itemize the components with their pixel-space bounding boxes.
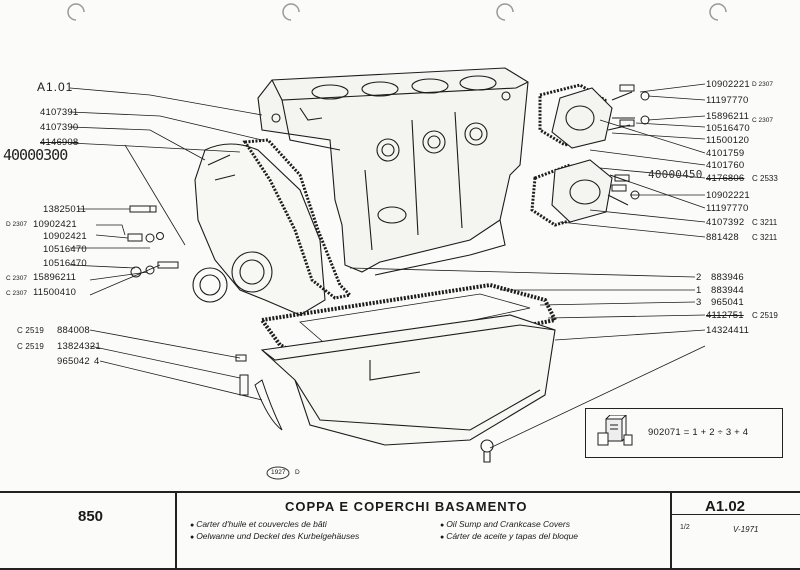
- revision-date: V-1971: [733, 525, 759, 534]
- label-4107392: 4107392: [706, 217, 745, 228]
- section-code: A1.02: [705, 498, 746, 515]
- label-10902421b: 10902421: [43, 231, 87, 242]
- suffix-881428: C 3211: [752, 233, 778, 242]
- label-965042: 965042: [57, 356, 90, 367]
- label-884008: 884008: [57, 325, 90, 336]
- prefix-884008: C 2519: [17, 326, 44, 335]
- label-4107391: 4107391: [40, 107, 79, 118]
- ref-883946: 2: [696, 272, 702, 283]
- label-4101759: 4101759: [706, 148, 745, 159]
- label-10516470b: 10516470: [43, 258, 87, 269]
- label-4146908: 4146908: [40, 137, 79, 148]
- section-number: 850: [78, 508, 104, 525]
- binder-holes: [67, 3, 727, 21]
- label-4112751: 4112751: [706, 310, 744, 321]
- leader-lines: [69, 83, 706, 449]
- label-881428: 881428: [706, 232, 739, 243]
- prefix-11500410: C 2307: [6, 290, 27, 297]
- label-4107390: 4107390: [40, 122, 79, 133]
- label-11500120: 11500120: [706, 135, 750, 146]
- desc-french: Carter d'huile et couvercles de bâti: [190, 519, 327, 529]
- label-14324411: 14324411: [706, 325, 750, 336]
- handwritten-40000450: 40000450: [648, 168, 703, 181]
- label-13824321: 13824321: [57, 341, 101, 352]
- timing-cover: [192, 143, 326, 316]
- rear-cover: [538, 83, 635, 149]
- kit-formula: 902071 = 1 + 2 ÷ 3 + 4: [648, 427, 749, 438]
- exploded-view-drawing: [69, 67, 706, 463]
- stamp-mark: [266, 466, 290, 480]
- side-cover: [530, 159, 631, 227]
- label-10516470a: 10516470: [43, 244, 87, 255]
- page-indicator: 1/2: [680, 524, 690, 531]
- label-11197770a: 11197770: [706, 95, 749, 106]
- ref-883944: 1: [696, 285, 702, 296]
- oil-sump: [260, 314, 556, 463]
- label-15896211r: 15896211: [706, 111, 750, 122]
- desc-spanish: Cárter de aceite y tapas del bloque: [440, 531, 578, 541]
- kit-package-icon: [597, 415, 633, 446]
- stamp-code: 1927: [271, 469, 286, 476]
- suffix-10902221a: D 2307: [752, 81, 773, 88]
- stamp-letter: D: [295, 469, 300, 476]
- label-10902421a: 10902421: [33, 219, 77, 230]
- page-title: COPPA E COPERCHI BASAMENTO: [285, 499, 528, 514]
- label-15896211: 15896211: [33, 272, 77, 283]
- label-11500410: 11500410: [33, 287, 77, 298]
- suffix-4112751: C 2519: [752, 311, 778, 320]
- label-a101: A1.01: [37, 80, 74, 94]
- prefix-10902421a: D 2307: [6, 221, 27, 228]
- bolts: [127, 84, 650, 431]
- label-10516470r: 10516470: [706, 123, 750, 134]
- label-11197770b: 11197770: [706, 203, 749, 214]
- label-965041: 965041: [711, 297, 744, 308]
- label-13825011: 13825011: [43, 204, 87, 215]
- handwritten-note: 40000300: [3, 146, 68, 164]
- suffix-4176806: C 2533: [752, 174, 778, 183]
- ref-965042: 4: [94, 356, 100, 367]
- prefix-15896211: C 2307: [6, 275, 27, 282]
- label-10902221b: 10902221: [706, 190, 750, 201]
- engine-block: [257, 67, 529, 276]
- desc-english: Oil Sump and Crankcase Covers: [440, 519, 570, 529]
- ref-965041: 3: [696, 297, 702, 308]
- label-883944: 883944: [711, 285, 744, 296]
- gasket-kit-box: 902071 = 1 + 2 ÷ 3 + 4: [585, 408, 783, 458]
- label-883946: 883946: [711, 272, 744, 283]
- desc-german: Oelwanne und Deckel des Kurbelgehäuses: [190, 531, 359, 541]
- suffix-4107392: C 3211: [752, 218, 778, 227]
- label-4176806: 4176806: [706, 173, 745, 184]
- prefix-13824321: C 2519: [17, 342, 44, 351]
- suffix-15896211r: C 2307: [752, 117, 773, 124]
- label-4101760: 4101760: [706, 160, 745, 171]
- label-10902221a: 10902221: [706, 79, 750, 90]
